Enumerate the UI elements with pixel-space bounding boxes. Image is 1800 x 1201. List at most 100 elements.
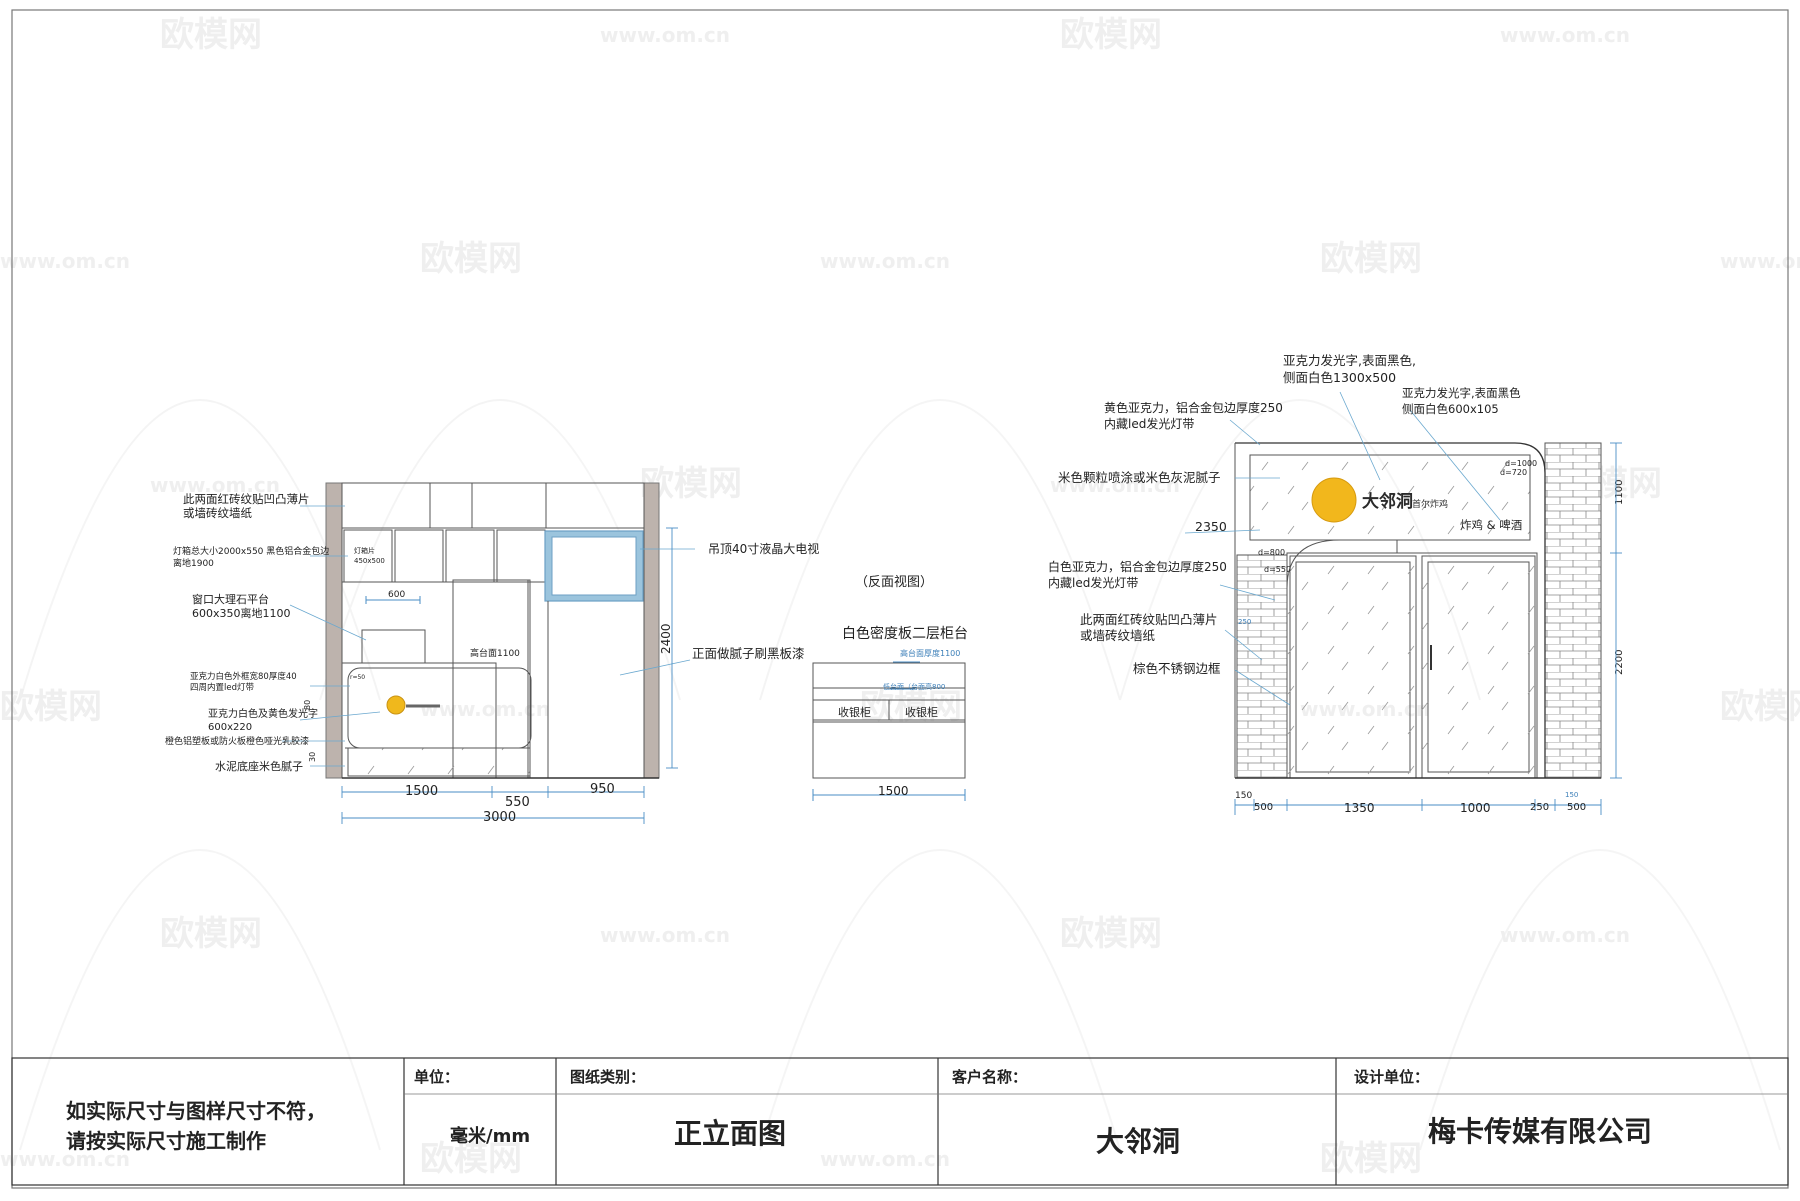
cabinet-label: 收银柜 (838, 705, 871, 719)
watermark-logo: 欧模网 (420, 239, 522, 279)
watermark-url: www.om.cn (0, 249, 130, 273)
left-elevation (325, 482, 660, 779)
callout-yellow-acrylic: 内藏led发光灯带 (1104, 416, 1194, 431)
dimension-2200: 2200 (1614, 650, 1625, 675)
client-value: 大邻洞 (1096, 1125, 1181, 1158)
callout-steel-frame: 棕色不锈钢边框 (1133, 661, 1221, 676)
right-elevation-callouts: 亚克力发光字,表面黑色, 侧面白色1300x500 亚克力发光字,表面黑色 侧面… (1048, 353, 1625, 799)
radius-label: d=1000 (1505, 459, 1537, 468)
inner-label: r=50 (350, 674, 365, 681)
title-block-frame (11, 1057, 1789, 1186)
watermark-url: www.om.cn (820, 249, 950, 273)
note-line-1: 如实际尺寸与图样尺寸不符， (66, 1099, 326, 1123)
reverse-view-note: 低台面（台面高800 (883, 682, 945, 691)
watermark-url: www.om.cn (600, 23, 730, 47)
right-elevation-dimensions (1234, 442, 1622, 815)
reverse-view-title: （反面视图） (855, 575, 933, 590)
watermark-logo: 欧模网 (1060, 914, 1162, 954)
dimension-1500: 1500 (878, 784, 909, 798)
right-elevation-dimension-text: 150 500 1350 1000 250 500 (1235, 791, 1586, 815)
dimension-250: 250 (1530, 802, 1549, 813)
radius-label: d=800 (1258, 548, 1285, 557)
dimension-2400: 2400 (659, 623, 673, 654)
callout-white-acrylic: 白色亚克力，铝合金包边厚度250 (1048, 559, 1227, 574)
radius-label: d=550 (1264, 565, 1291, 574)
callout-lightbox: 灯箱总大小2000x550 黑色铝合金包边 (173, 545, 329, 557)
note-line-2: 请按实际尺寸施工制作 (66, 1129, 266, 1153)
callout-letters-big: 亚克力发光字,表面黑色, (1283, 353, 1416, 368)
callout-letters-small: 亚克力发光字,表面黑色 (1402, 386, 1521, 400)
dimension-1000: 1000 (1460, 801, 1491, 815)
callout-cement-base: 水泥底座米色腻子 (215, 759, 303, 773)
left-elevation-dimensions (341, 527, 678, 824)
callout-height-2350: 2350 (1195, 519, 1227, 534)
sheet-border (11, 9, 1789, 1189)
sign-brand: 大邻洞 (1362, 491, 1413, 512)
unit-value: 毫米/mm (450, 1126, 531, 1147)
drawing-type-value: 正立面图 (674, 1117, 787, 1150)
watermark-url: www.om.cn (1500, 23, 1630, 47)
callout-letters-small: 侧面白色600x105 (1402, 402, 1499, 416)
dimension-550: 550 (505, 795, 530, 810)
reverse-view-labels: （反面视图） 白色密度板二层柜台 高台面厚度1100 低台面（台面高800 收银… (838, 575, 968, 798)
callout-black-paint: 正面做腻子刷黑板漆 (692, 646, 805, 661)
callout-tv: 吊顶40寸液晶大电视 (708, 541, 819, 556)
designer-value: 梅卡传媒有限公司 (1428, 1115, 1653, 1148)
watermark-url: www.om.cn (1720, 249, 1800, 273)
right-elevation-leaders (1184, 391, 1501, 706)
watermark-logo: 欧模网 (1320, 239, 1422, 279)
watermark-url: www.om.cn (0, 1147, 130, 1171)
left-elevation-labels: 灯箱片 450x500 600 高台面1100 r=50 80 30 (303, 546, 520, 762)
callout-marble: 600x350离地1100 (192, 606, 291, 620)
watermark-logo: 欧模网 (1720, 687, 1800, 727)
dimension-1100: 1100 (1614, 480, 1625, 505)
watermark-url: www.om.cn (1500, 923, 1630, 947)
dimension-950: 950 (590, 782, 615, 797)
dimension-1500: 1500 (405, 784, 438, 799)
watermark-logo: 欧模网 (420, 1139, 522, 1179)
left-elevation-leaders (282, 505, 695, 767)
watermark-url: www.om.cn (820, 1147, 950, 1171)
inner-label: 450x500 (354, 557, 385, 565)
left-elevation-callouts: 此两面红砖纹贴凹凸薄片 或墙砖纹墙纸 灯箱总大小2000x550 黑色铝合金包边… (165, 492, 819, 773)
sign-sub: 首尔炸鸡 (1412, 498, 1448, 510)
callout-yellow-acrylic: 黄色亚克力，铝合金包边厚度250 (1104, 400, 1283, 415)
storefront-sign: 大邻洞 首尔炸鸡 炸鸡 & 啤酒 (1311, 477, 1522, 532)
title-block-note: 如实际尺寸与图样尺寸不符， 请按实际尺寸施工制作 (66, 1096, 326, 1156)
sign-menu: 炸鸡 & 啤酒 (1460, 518, 1522, 532)
reverse-view (812, 661, 966, 801)
callout-white-acrylic: 内藏led发光灯带 (1048, 575, 1138, 590)
callout-letters-big: 侧面白色1300x500 (1283, 370, 1396, 385)
dimension-500: 500 (1254, 802, 1273, 813)
callout-wall-paper: 此两面红砖纹贴凹凸薄片 (183, 492, 310, 506)
watermark-logo: 欧模网 (160, 914, 262, 954)
callout-beige-paint: 米色颗粒喷涂或米色灰泥腻子 (1058, 470, 1221, 485)
unit-label: 单位： (414, 1068, 460, 1086)
dimension-150: 150 (1235, 791, 1252, 801)
callout-lightbox: 离地1900 (173, 557, 214, 569)
watermark-logo: 欧模网 (0, 687, 102, 727)
dimension-1350: 1350 (1344, 801, 1375, 815)
left-elevation-dimension-text: 1500 550 950 3000 2400 (405, 623, 673, 825)
brand-logo-icon (1311, 477, 1357, 523)
watermark-logo: 欧模网 (1060, 15, 1162, 55)
right-elevation (1234, 442, 1602, 779)
callout-wall-paper: 或墙砖纹墙纸 (183, 506, 252, 520)
callout-acrylic-letters: 600x220 (208, 722, 252, 733)
designer-label: 设计单位： (1354, 1068, 1430, 1086)
dimension-500: 500 (1567, 802, 1586, 813)
radius-label: d=720 (1500, 468, 1527, 477)
inner-label: 灯箱片 (354, 546, 375, 555)
dimension-3000: 3000 (483, 810, 516, 825)
watermark-url: www.om.cn (600, 923, 730, 947)
client-label: 客户名称： (952, 1068, 1028, 1086)
inner-label: 600 (388, 590, 405, 600)
reverse-view-note: 高台面厚度1100 (900, 648, 960, 658)
watermark-logo: 欧模网 (1320, 1139, 1422, 1179)
drawing-type-label: 图纸类别： (570, 1068, 646, 1086)
watermark-url: www.om.cn (150, 473, 280, 497)
callout-marble: 窗口大理石平台 (192, 592, 269, 606)
callout-brick: 此两面红砖纹贴凹凸薄片 (1080, 612, 1218, 627)
inner-label: 80 (303, 700, 312, 710)
